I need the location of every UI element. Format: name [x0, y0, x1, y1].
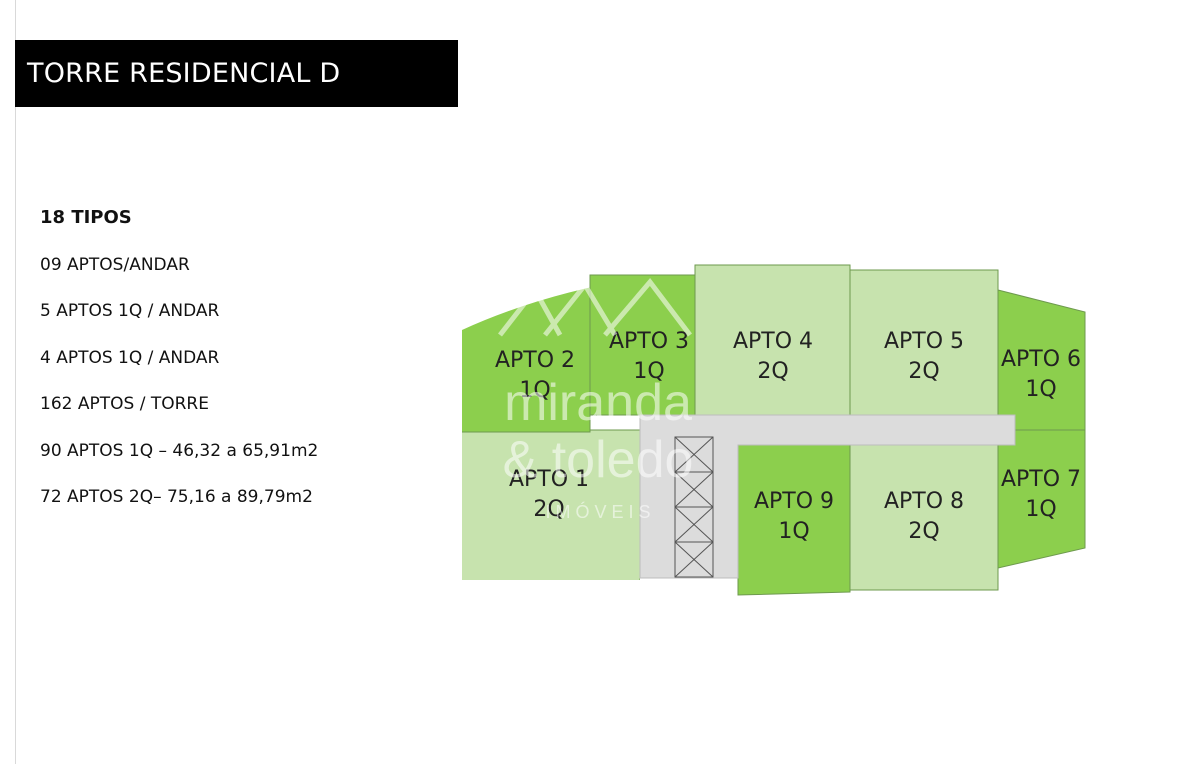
apto-5-type: 2Q [908, 359, 939, 384]
spec-2q-area: 72 APTOS 2Q– 75,16 a 89,79m2 [40, 487, 313, 507]
apto-8-type: 2Q [908, 519, 939, 544]
watermark-roof-icon [498, 278, 692, 337]
apto-4-name: APTO 4 [733, 329, 813, 354]
apto-2-name: APTO 2 [495, 348, 575, 373]
circulation-core [639, 414, 1016, 579]
spec-list: 18 TIPOS 09 APTOS/ANDAR 5 APTOS 1Q / AND… [40, 205, 400, 531]
apto-7-name: APTO 7 [1001, 467, 1081, 492]
page-border [15, 0, 1200, 764]
apto-8-name: APTO 8 [884, 489, 964, 514]
spec-1q-area: 90 APTOS 1Q – 46,32 a 65,91m2 [40, 440, 319, 461]
apto-1-area [462, 429, 641, 580]
apto-5-area [849, 269, 999, 416]
apto-2-type: 1Q [519, 378, 550, 403]
spec-units-per-floor: 09 APTOS/ANDAR [40, 254, 190, 275]
spec-1q-per-floor: 5 APTOS 1Q / ANDAR [40, 301, 220, 321]
apto-1-type: 2Q [533, 497, 564, 522]
spec-units-per-tower: 162 APTOS / TORRE [40, 394, 209, 414]
apto-8-area [849, 444, 999, 591]
spec-1q-per-floor-alt: 4 APTOS 1Q / ANDAR [40, 347, 220, 368]
apto-6-type: 1Q [1025, 377, 1056, 402]
apto-7-type: 1Q [1025, 497, 1056, 522]
apto-4-area [694, 264, 851, 416]
watermark-logo: miranda & toledo I M Ó V E I S [498, 278, 694, 522]
page-title: TORRE RESIDENCIAL D [15, 40, 458, 107]
apto-1-name: APTO 1 [509, 467, 589, 492]
apto-9-type: 1Q [778, 519, 809, 544]
apto-6-name: APTO 6 [1001, 347, 1081, 372]
apto-5-name: APTO 5 [884, 329, 964, 354]
spec-types: 18 TIPOS [40, 207, 132, 228]
apto-9-name: APTO 9 [754, 489, 834, 514]
apto-4-type: 2Q [757, 359, 788, 384]
apto-3-type: 1Q [633, 359, 664, 384]
watermark-line-1: miranda [504, 374, 692, 432]
watermark-line-3: I M Ó V E I S [545, 501, 650, 522]
apto-3-name: APTO 3 [609, 329, 689, 354]
page-title-text: TORRE RESIDENCIAL D [27, 58, 341, 89]
watermark-line-2: & toledo [503, 431, 694, 489]
stair-shaft [674, 436, 714, 578]
